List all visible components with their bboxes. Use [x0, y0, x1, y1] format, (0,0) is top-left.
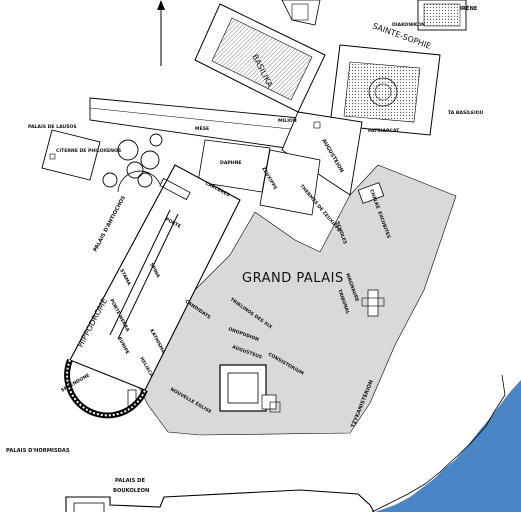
- milion-label: MILION: [278, 118, 297, 124]
- mese-label: MÈSE: [195, 124, 209, 132]
- hagia-sophia-building: [329, 44, 441, 136]
- hagia-irene-building: [417, 0, 467, 31]
- zeuxippe-block: [259, 149, 321, 216]
- shoreline: [371, 374, 506, 512]
- boukoleon-wall-inner: [73, 502, 105, 512]
- hippodrome-structure: [64, 164, 241, 419]
- daphne-label: DAPHNE: [220, 160, 242, 166]
- hagia-irene-label: IRÈNE: [460, 4, 478, 12]
- augusteion-square: [281, 111, 363, 196]
- chrysotriklinos-building: [219, 364, 281, 413]
- boukoleon-label: BOUKOLEON: [113, 488, 149, 494]
- antiochos-label: PALAIS D'ANTIOCHOS: [92, 195, 127, 253]
- palais-de-label: PALAIS DE: [115, 478, 145, 484]
- hormisdas-label: PALAIS D'HORMISDAS: [6, 448, 70, 454]
- sea-area: [375, 380, 521, 512]
- antiochos-palace: [102, 133, 163, 193]
- philoxenos-cistern: [41, 129, 101, 181]
- small-structure: [127, 389, 137, 407]
- ta-basileiou-label: TA BASILEIOU: [448, 110, 484, 116]
- lausos-building: [281, 0, 321, 26]
- diakonikon-label: DIAKONIKON: [392, 22, 425, 28]
- patriarcat-label: PATRIARCAT: [368, 128, 400, 134]
- philoxenos-label: CITERNE DE PHILOXENOS: [56, 148, 121, 154]
- magnaure-building: [361, 289, 385, 317]
- north-arrow-icon: [157, 0, 165, 66]
- lausos-label: PALAIS DE LAUSOS: [28, 124, 77, 130]
- chalke-building: [357, 182, 385, 204]
- grand-palais-label: GRAND PALAIS: [242, 271, 344, 286]
- boukoleon-wall: [65, 489, 375, 512]
